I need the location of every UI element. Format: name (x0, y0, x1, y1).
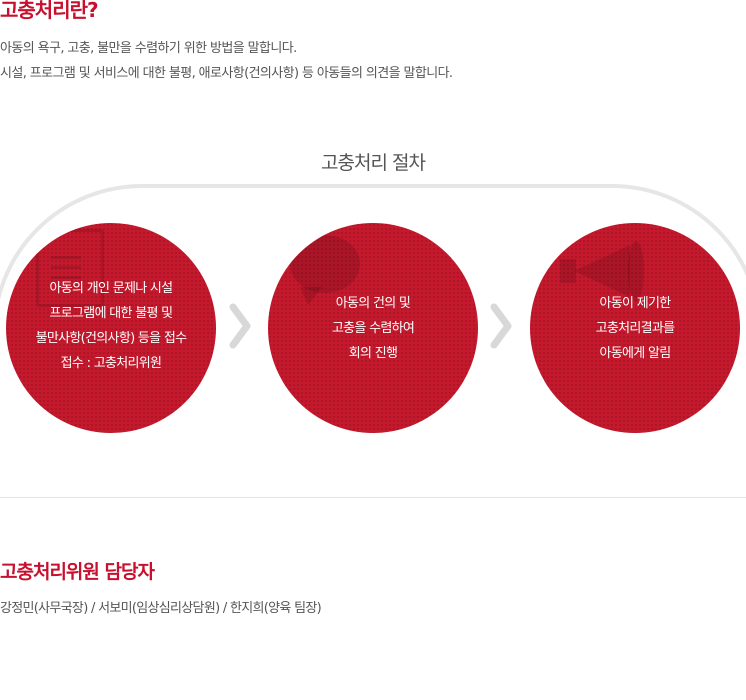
process-title: 고충처리 절차 (321, 152, 426, 174)
step-2-text: 아동의 건의 및 고충을 수렴하여 회의 진행 (331, 291, 415, 366)
step-3-text: 아동이 제기한 고충처리결과를 아동에게 알림 (595, 291, 676, 366)
staff-members: 강정민(사무국장) / 서보미(임상심리상담원) / 한지희(양육 팀장) (0, 601, 322, 616)
step-text-line: 아동의 개인 문제나 시설 (49, 281, 174, 296)
step-1-text: 아동의 개인 문제나 시설 프로그램에 대한 불평 및 불만사항(건의사항) 등… (36, 276, 187, 376)
page-title: 고충처리란? (0, 0, 99, 22)
intro-line: 시설, 프로그램 및 서비스에 대한 불평, 애로사항(건의사항) 등 아동들의… (0, 66, 453, 81)
step-1-circle: 아동의 개인 문제나 시설 프로그램에 대한 불평 및 불만사항(건의사항) 등… (6, 223, 216, 433)
step-text-line: 불만사항(건의사항) 등을 접수 (35, 331, 187, 346)
chevron-right-icon (490, 303, 512, 349)
step-text-line: 접수 : 고충처리위원 (60, 356, 162, 371)
megaphone-icon (560, 241, 644, 301)
staff-title: 고충처리위원 담당자 (0, 561, 155, 583)
section-divider (0, 497, 746, 498)
step-3-circle: 아동이 제기한 고충처리결과를 아동에게 알림 (530, 223, 740, 433)
step-2-circle: 아동의 건의 및 고충을 수렴하여 회의 진행 (268, 223, 478, 433)
step-text-line: 아동에게 알림 (599, 345, 671, 361)
chevron-right-icon (229, 303, 251, 349)
step-text-line: 고충처리결과를 (595, 320, 676, 336)
intro-line: 아동의 욕구, 고충, 불만을 수렴하기 위한 방법을 말합니다. (0, 41, 297, 56)
intro-text: 아동의 욕구, 고충, 불만을 수렴하기 위한 방법을 말합니다. 시설, 프로… (0, 36, 453, 86)
step-text-line: 고충을 수렴하여 (331, 320, 415, 336)
step-text-line: 프로그램에 대한 불평 및 (49, 306, 174, 321)
document-icon (36, 229, 104, 307)
speech-bubble-icon (290, 235, 360, 305)
step-text-line: 회의 진행 (348, 345, 398, 361)
step-text-line: 아동이 제기한 (599, 295, 671, 311)
step-text-line: 아동의 건의 및 (335, 295, 411, 311)
